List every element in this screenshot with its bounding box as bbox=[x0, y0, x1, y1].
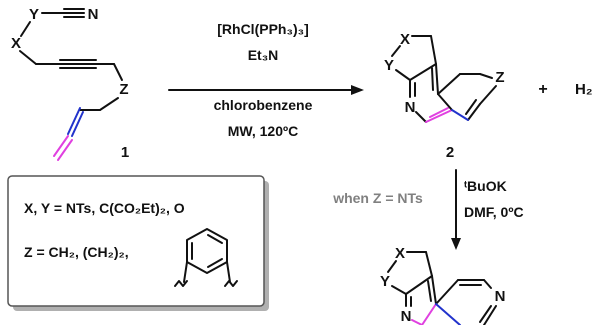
bond bbox=[435, 63, 439, 95]
compound-label-1: 1 bbox=[121, 144, 129, 161]
second-solvent-label: DMF, 0ºC bbox=[464, 204, 524, 220]
atom-n: N bbox=[405, 99, 416, 116]
bond bbox=[427, 280, 432, 302]
bond bbox=[431, 67, 434, 91]
bond bbox=[405, 275, 433, 295]
wavy-attachment bbox=[174, 280, 188, 287]
heating-label: MW, 120ºC bbox=[228, 123, 298, 139]
atom-x: X bbox=[11, 35, 21, 52]
bond bbox=[430, 35, 437, 65]
allene-blue-bond bbox=[71, 111, 84, 137]
bond bbox=[113, 63, 123, 81]
condition-when-z: when Z = NTs bbox=[332, 190, 423, 206]
reaction-arrow-1 bbox=[168, 85, 364, 95]
arrow-head bbox=[351, 85, 364, 95]
atom-y: Y bbox=[29, 6, 39, 23]
starting-material-1: Y N X Z 1 bbox=[11, 6, 129, 161]
allene-pink-bond bbox=[53, 135, 69, 157]
wavy-attachment bbox=[224, 280, 238, 287]
blue-bond bbox=[451, 109, 469, 121]
atom-n: N bbox=[401, 308, 412, 325]
compound-label-2: 2 bbox=[446, 144, 454, 161]
bond bbox=[465, 99, 477, 115]
bond bbox=[20, 21, 31, 37]
legend-z-line: Z = CH₂, (CH₂)₂, bbox=[24, 244, 129, 260]
final-product: X Y N N bbox=[380, 245, 505, 325]
second-base-label: ᵗBuOK bbox=[464, 178, 507, 194]
bond bbox=[387, 260, 397, 273]
reaction-arrow-2 bbox=[451, 169, 461, 250]
atom-z: Z bbox=[119, 81, 128, 98]
bond bbox=[99, 97, 119, 111]
pink-bond bbox=[411, 319, 423, 325]
atom-n: N bbox=[495, 288, 506, 305]
bond bbox=[395, 69, 411, 81]
bond bbox=[479, 85, 497, 105]
ortho-phenylene-structure bbox=[174, 228, 238, 287]
plus-sign: + bbox=[538, 81, 547, 98]
bond bbox=[431, 275, 437, 305]
bond bbox=[226, 261, 231, 283]
catalyst-label: [RhCl(PPh₃)₃] bbox=[217, 21, 309, 37]
pink-bond bbox=[429, 107, 449, 118]
atom-y: Y bbox=[384, 57, 394, 74]
bond bbox=[19, 50, 37, 65]
bond bbox=[391, 45, 401, 57]
bond bbox=[483, 279, 492, 289]
substituent-legend: X, Y = NTs, C(CO₂Et)₂, O Z = CH₂, (CH₂)₂… bbox=[7, 175, 269, 311]
bond bbox=[183, 261, 188, 283]
bond bbox=[207, 258, 223, 268]
pink-bond bbox=[425, 109, 453, 123]
allene-pink-bond bbox=[57, 139, 73, 161]
product-2: X Y N Z 2 bbox=[384, 31, 505, 161]
atom-y: Y bbox=[380, 273, 390, 290]
solvent-label: chlorobenzene bbox=[214, 97, 313, 113]
allene-blue-bond bbox=[67, 107, 81, 135]
bond bbox=[207, 234, 223, 244]
atom-n: N bbox=[88, 6, 99, 23]
bond bbox=[391, 285, 407, 295]
atom-x: X bbox=[400, 31, 410, 48]
bond bbox=[437, 73, 461, 95]
bond bbox=[483, 305, 497, 325]
arrow-head bbox=[451, 238, 461, 250]
legend-box bbox=[7, 175, 265, 307]
bond bbox=[479, 305, 492, 323]
bond bbox=[435, 279, 459, 305]
bond bbox=[479, 73, 493, 79]
bond bbox=[467, 103, 481, 121]
base-label: Et₃N bbox=[248, 47, 279, 63]
bond bbox=[425, 251, 433, 277]
bond bbox=[409, 63, 437, 81]
bond bbox=[437, 93, 453, 111]
pink-bond bbox=[421, 303, 437, 325]
benzene-ring bbox=[186, 228, 228, 274]
bond bbox=[415, 111, 427, 123]
atom-z: Z bbox=[495, 69, 504, 86]
byproduct-h2: H₂ bbox=[575, 81, 593, 98]
legend-xy-line: X, Y = NTs, C(CO₂Et)₂, O bbox=[24, 200, 185, 216]
blue-bond bbox=[435, 303, 461, 325]
atom-x: X bbox=[395, 245, 405, 262]
